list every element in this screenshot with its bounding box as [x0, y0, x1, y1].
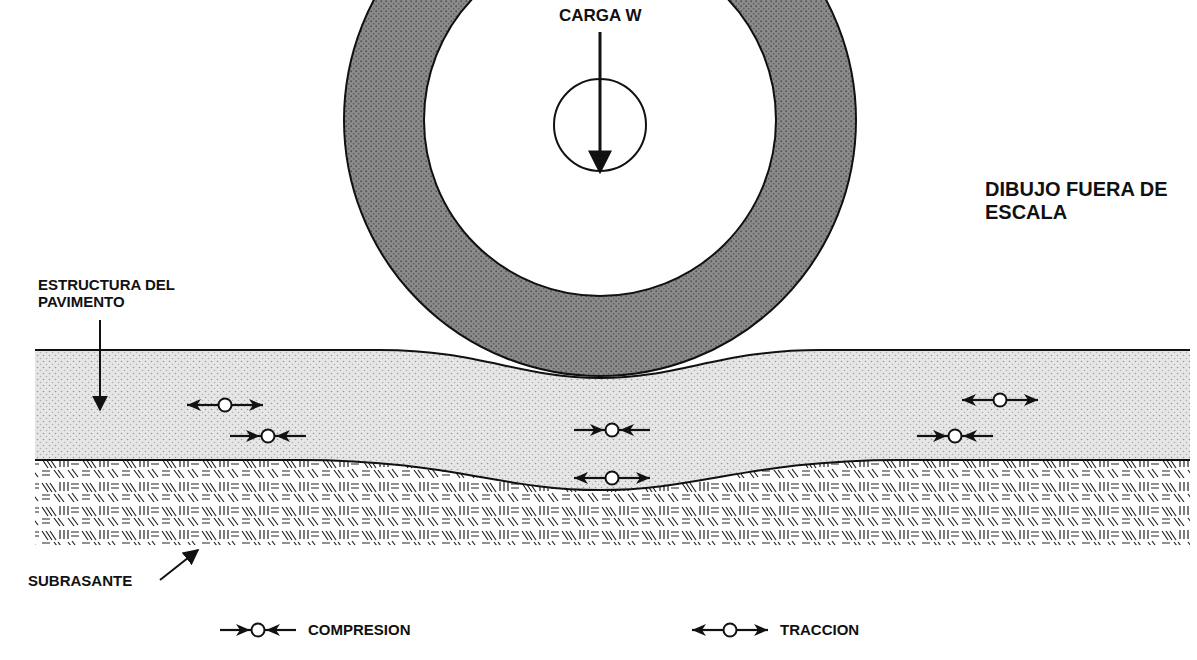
load-label: CARGA W	[559, 6, 641, 26]
layer-label: SUBRASANTE	[28, 572, 132, 589]
tension-symbol	[574, 472, 650, 485]
compression-symbol	[230, 430, 306, 443]
leader-line	[99, 320, 101, 410]
leader-line	[160, 550, 198, 580]
tension-symbol	[187, 399, 263, 412]
legend-symbol	[692, 624, 768, 637]
compression-symbol	[917, 430, 993, 443]
scale-note: DIBUJO FUERA DE ESCALA	[985, 178, 1197, 224]
tire	[344, 0, 856, 376]
legend-symbol	[220, 624, 296, 637]
layer-label: ESTRUCTURA DEL PAVIMENTO	[38, 276, 213, 311]
tension-symbol	[962, 394, 1038, 407]
legend-text: COMPRESION	[308, 621, 411, 638]
subgrade-boundary	[35, 460, 1190, 490]
subgrade-texture	[35, 460, 1190, 545]
rim	[424, 0, 776, 296]
legend-text: TRACCION	[780, 621, 859, 638]
compression-symbol	[574, 424, 650, 437]
load-arrow	[599, 32, 602, 172]
